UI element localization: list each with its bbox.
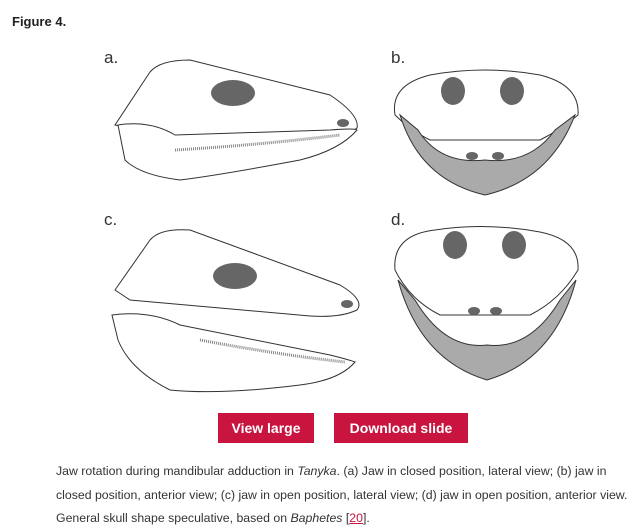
caption-text: . (a) Jaw in closed position, lateral vi… <box>56 464 628 525</box>
reference-link[interactable]: 20 <box>349 511 363 525</box>
view-large-button[interactable]: View large <box>218 413 314 443</box>
panel-label-b: b. <box>391 48 406 67</box>
caption-genus: Baphetes <box>290 511 343 525</box>
figure-illustration <box>111 59 579 393</box>
panel-a-drawing <box>114 59 358 181</box>
panel-b-drawing <box>393 69 579 196</box>
caption-text: [ <box>342 511 350 525</box>
figure-title: Figure 4. <box>12 14 67 29</box>
caption-text: ]. <box>362 511 370 525</box>
panel-label-c: c. <box>104 210 118 229</box>
caption-text: Jaw rotation during mandibular adduction… <box>56 464 298 478</box>
panel-c-drawing <box>111 229 360 393</box>
panel-label-d: d. <box>391 210 406 229</box>
figure-caption: Jaw rotation during mandibular adduction… <box>56 460 636 531</box>
caption-taxon: Tanyka <box>297 464 337 478</box>
panel-d-drawing <box>394 225 579 381</box>
download-slide-button[interactable]: Download slide <box>334 413 468 443</box>
panel-label-a: a. <box>104 48 119 67</box>
